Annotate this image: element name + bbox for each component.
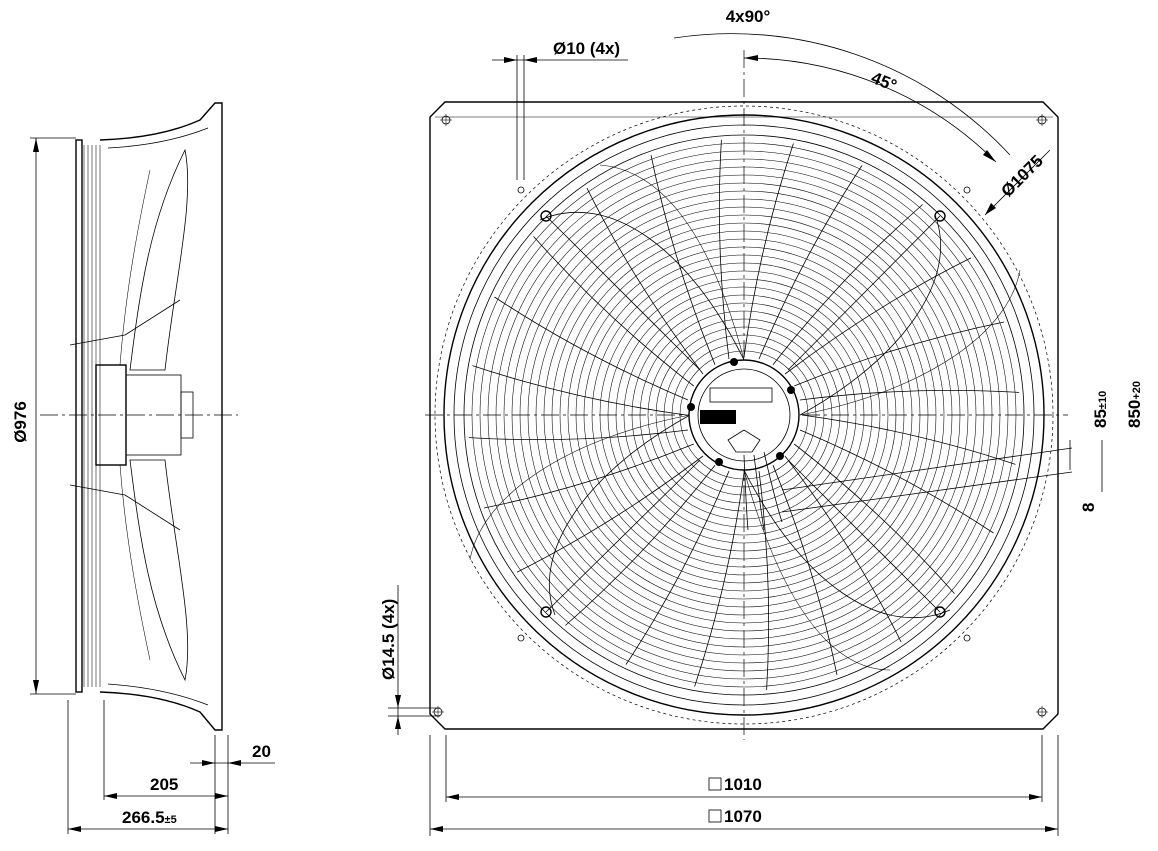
rotation-label: 4x90°: [726, 7, 771, 26]
guard-ring: [663, 334, 825, 496]
svg-text:85±10: 85±10: [1091, 391, 1110, 428]
guard-ring: [647, 318, 841, 512]
svg-text:266.5±5: 266.5±5: [122, 808, 177, 827]
cable-length-tolerance: +20: [1131, 381, 1143, 400]
guard-ring: [575, 246, 913, 584]
svg-text:850+20: 850+20: [1125, 381, 1144, 428]
guard-ring: [479, 150, 1009, 680]
side-view: Ø976 20 205 266.5±5: [11, 102, 275, 834]
guard-ring: [503, 174, 985, 656]
inner-square-label: 1010: [724, 775, 762, 794]
guard-spoke: [784, 455, 902, 643]
strip-length-label: 85: [1091, 409, 1110, 428]
guard-spoke: [650, 155, 716, 365]
guard-ring: [671, 342, 817, 488]
guard-spoke: [565, 464, 716, 626]
outer-square-label: 1070: [724, 807, 762, 826]
guard-spoke: [758, 470, 770, 691]
fan-blades: [469, 164, 1021, 671]
guard-ring: [551, 222, 937, 608]
diameter-976-label: Ø976: [11, 401, 30, 443]
strip-length-tolerance: ±10: [1097, 391, 1109, 409]
guard-spoke: [484, 443, 694, 509]
guard-ring: [631, 302, 857, 528]
guard-spoke: [494, 296, 689, 401]
guard-ring: [599, 270, 889, 560]
guard-spoke: [718, 139, 730, 360]
guard-ring: [655, 326, 833, 504]
wire-end-label: 8: [1079, 503, 1098, 512]
overall-depth-label: 266.5: [122, 808, 165, 827]
guard-ring: [567, 238, 921, 592]
cable-length-label: 850: [1125, 400, 1144, 428]
guard-spoke: [468, 429, 689, 441]
guard-spoke: [586, 187, 704, 375]
guard-spoke: [758, 165, 863, 360]
guard-spoke: [794, 321, 1004, 387]
guard-spoke: [516, 455, 704, 573]
guard-spoke: [801, 414, 1016, 465]
guard-ring: [471, 142, 1017, 688]
guard-ring: [639, 310, 849, 520]
guard-spoke: [743, 143, 794, 358]
guard-ring: [495, 166, 993, 664]
guard-spoke: [472, 365, 687, 416]
guard-ring: [607, 278, 881, 552]
front-view: Ø10 (4x) 4x90° 45° Ø1075 85±10 850+20 8 …: [379, 7, 1144, 836]
guard-spoke: [625, 470, 730, 665]
guard-ring: [583, 254, 905, 576]
guard-ring: [511, 182, 977, 648]
guard-ring: [559, 230, 929, 600]
bolt-circle-label: Ø1075: [997, 151, 1047, 201]
guard-spoke: [533, 236, 695, 387]
hole-10-label: Ø10 (4x): [553, 39, 620, 58]
guard-ribs: [83, 145, 101, 687]
guard-ring: [543, 214, 945, 616]
guard-spoke: [784, 257, 972, 375]
guard-ring: [591, 262, 897, 568]
mount-hole-label: Ø14.5 (4x): [379, 599, 398, 680]
guard-ring: [519, 190, 969, 640]
depth-205-label: 205: [150, 775, 178, 794]
guard-spoke: [772, 465, 838, 675]
guard-ring: [615, 286, 873, 544]
guard-spoke: [793, 443, 955, 594]
guard-spoke: [799, 389, 1020, 401]
guard-rings: [471, 142, 1017, 688]
guard-ring: [623, 294, 865, 536]
guard-ring: [487, 158, 1001, 672]
flange-thickness-label: 20: [252, 742, 271, 761]
guard-spoke: [772, 204, 923, 366]
guard-ring: [679, 350, 809, 480]
guard-spokes: [468, 139, 1020, 691]
guard-ring: [527, 198, 961, 632]
guard-spoke: [694, 472, 745, 687]
overall-depth-tolerance: ±5: [165, 814, 177, 826]
guard-spoke: [799, 429, 994, 534]
guard-ring: [535, 206, 953, 624]
